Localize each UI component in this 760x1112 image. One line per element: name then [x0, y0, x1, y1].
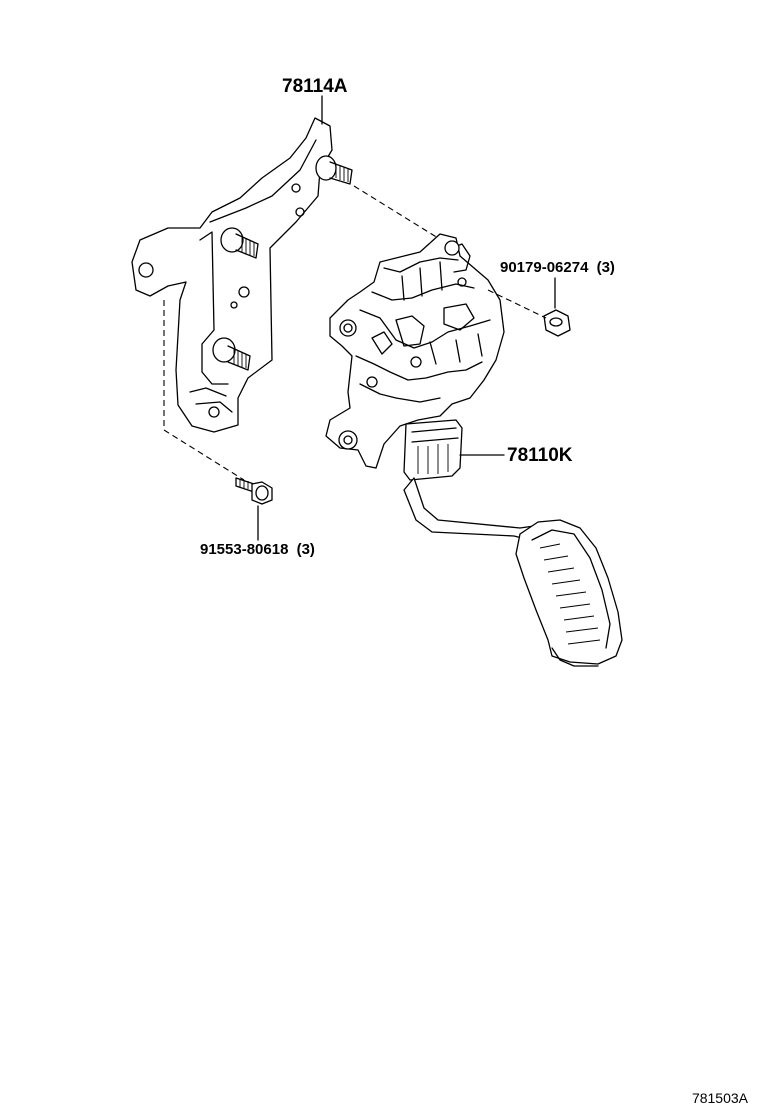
- leader-lines: [257, 95, 556, 541]
- flange-bolt[interactable]: [235, 477, 273, 505]
- nut-quantity: (3): [597, 259, 615, 276]
- bracket-stud-top: [315, 155, 353, 185]
- bracket-stud-bottom: [212, 337, 251, 371]
- bracket-stud-middle: [220, 227, 259, 259]
- diagram-reference-code: 781503A: [691, 1090, 748, 1106]
- flange-nut[interactable]: [543, 309, 571, 337]
- label-78114A: 78114A: [282, 76, 348, 97]
- pedal-bracket[interactable]: [131, 117, 333, 433]
- label-91553-80618: 91553-80618 (3): [200, 541, 315, 558]
- bolt-quantity: (3): [297, 541, 315, 558]
- label-78110K: 78110K: [507, 445, 573, 466]
- label-90179-06274: 90179-06274 (3): [500, 259, 615, 276]
- assembly-guide-lines: [163, 185, 547, 481]
- nut-part-number: 90179-06274: [500, 259, 589, 276]
- accelerator-pedal-assembly[interactable]: [325, 233, 623, 667]
- bolt-part-number: 91553-80618: [200, 541, 288, 558]
